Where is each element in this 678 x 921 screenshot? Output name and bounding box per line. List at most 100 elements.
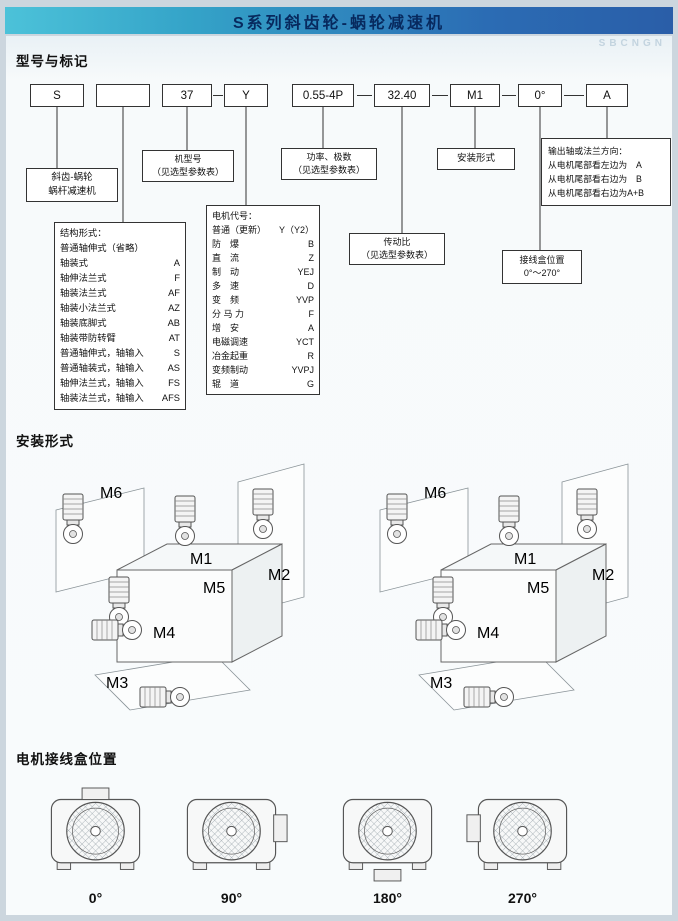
callout-junction-position: 接线盒位置 0°～270° xyxy=(502,250,582,284)
motor-code-code: YEJ xyxy=(297,267,314,277)
structure-row: 轴装底脚式 AB xyxy=(60,316,180,331)
motor-code-row: 普通（更新） Y（Y2） xyxy=(212,223,314,237)
motor-code-code: Z xyxy=(308,253,315,263)
junction-view-0deg xyxy=(50,787,141,871)
motor-code-code: Y（Y2） xyxy=(278,225,314,235)
junction-box-left xyxy=(466,814,481,843)
motor-code-code: G xyxy=(306,379,314,389)
structure-row: 普通轴装式，轴输入 AS xyxy=(60,361,180,376)
motor-code-label: 辊 道 xyxy=(212,379,240,389)
structure-label: 普通轴伸式，轴输入 xyxy=(60,348,144,358)
model-code-box-size: 37 xyxy=(162,84,212,107)
motor-code-code: YCT xyxy=(296,337,314,347)
junction-box-bottom xyxy=(373,868,402,882)
mounting-diagram-left xyxy=(22,452,332,732)
motor-code-code: D xyxy=(307,281,315,291)
motor-code-code: A xyxy=(307,323,314,333)
structure-code: AB xyxy=(167,318,180,328)
callout-line: （见选型参数表） xyxy=(151,167,224,177)
callout-ratio: 传动比 （见选型参数表） xyxy=(349,233,445,265)
section-title-junction: 电机接线盒位置 xyxy=(16,752,118,767)
structure-label: 普通轴伸式（省略） xyxy=(60,243,144,253)
motor-code-label: 电磁调速 xyxy=(212,337,249,347)
motor-code-code: F xyxy=(308,309,315,319)
structure-code: AS xyxy=(167,363,180,373)
model-code-box-terminal: 0° xyxy=(518,84,562,107)
motor-code-label: 防 爆 xyxy=(212,239,240,249)
callout-line: 斜齿-蜗轮 xyxy=(51,172,93,183)
structure-row: 轴装式 A xyxy=(60,256,180,271)
callout-line: （见选型参数表） xyxy=(292,165,365,175)
structure-code: FS xyxy=(168,378,180,388)
structure-label: 轴装式 xyxy=(60,258,88,268)
structure-code: F xyxy=(174,273,180,283)
motor-code-label: 多 速 xyxy=(212,281,240,291)
page-header: S系列斜齿轮-蜗轮减速机 xyxy=(5,7,673,34)
junction-angle-label: 90° xyxy=(220,890,243,906)
junction-angle-label: 0° xyxy=(88,890,103,906)
structure-label: 轴装底脚式 xyxy=(60,318,107,328)
structure-code: AF xyxy=(168,288,180,298)
callout-line: 功率、极数 xyxy=(306,152,352,162)
model-code-box-motor: Y xyxy=(224,84,268,107)
structure-label: 普通轴装式，轴输入 xyxy=(60,363,144,373)
structure-code: AT xyxy=(168,333,180,343)
structure-row: 轴伸法兰式 F xyxy=(60,271,180,286)
motor-code-label: 变频制动 xyxy=(212,365,249,375)
callout-output-direction: 输出轴或法兰方向： 从电机尾部看左边为 A 从电机尾部看右边为 B 从电机尾部看… xyxy=(541,138,671,206)
structure-row: 轴伸法兰式，轴输入 FS xyxy=(60,376,180,391)
junction-box-right xyxy=(273,814,288,843)
motor-code-label: 普通（更新） xyxy=(212,225,267,235)
junction-box-top xyxy=(81,787,110,800)
motor-code-code: YVPJ xyxy=(291,365,314,375)
junction-angle-label: 270° xyxy=(508,890,537,906)
structure-label: 轴伸法兰式 xyxy=(60,273,107,283)
model-code-box-power: 0.55-4P xyxy=(292,84,354,107)
junction-view-270deg xyxy=(466,798,568,871)
mounting-diagram-right xyxy=(346,452,656,732)
motor-code-code: B xyxy=(307,239,314,249)
junction-angle-label: 180° xyxy=(373,890,402,906)
motor-code-label: 制 动 xyxy=(212,267,240,277)
callout-line: 传动比 xyxy=(383,237,411,247)
callout-line: 安装形式 xyxy=(456,153,495,164)
brand-watermark: SBCNGN xyxy=(598,38,666,49)
callout-line: 从电机尾部看左边为 A xyxy=(548,160,642,170)
structure-code: S xyxy=(173,348,180,358)
motor-code-code: R xyxy=(307,351,315,361)
section-title-mounting: 安装形式 xyxy=(16,434,74,449)
callout-line: 输出轴或法兰方向： xyxy=(548,146,628,156)
motor-code-label: 增 安 xyxy=(212,323,240,333)
structure-row: 普通轴伸式（省略） xyxy=(60,241,180,256)
motor-code-label: 分 马 力 xyxy=(212,309,245,319)
callout-line: 从电机尾部看右边为 B xyxy=(548,174,642,184)
callout-machine-model: 机型号 （见选型参数表） xyxy=(142,150,234,182)
structure-label: 轴伸法兰式，轴输入 xyxy=(60,378,144,388)
callout-line: 蜗杆减速机 xyxy=(48,186,96,197)
structure-row: 普通轴伸式，轴输入 S xyxy=(60,346,180,361)
motor-code-code: YVP xyxy=(295,295,314,305)
junction-view-90deg xyxy=(186,798,288,871)
structure-code: AZ xyxy=(168,303,180,313)
callout-line: 机型号 xyxy=(174,154,202,164)
model-code-box-series: S xyxy=(30,84,84,107)
model-code-box-mounting: M1 xyxy=(450,84,500,107)
motor-code-label: 冶金起重 xyxy=(212,351,249,361)
structure-code: A xyxy=(173,258,180,268)
motor-code-title: 电机代号： xyxy=(212,209,314,223)
section-title-model: 型号与标记 xyxy=(16,54,89,69)
junction-view-180deg xyxy=(342,798,433,882)
callout-line: 从电机尾部看右边为A+B xyxy=(548,188,645,198)
structure-title: 结构形式： xyxy=(60,226,180,241)
